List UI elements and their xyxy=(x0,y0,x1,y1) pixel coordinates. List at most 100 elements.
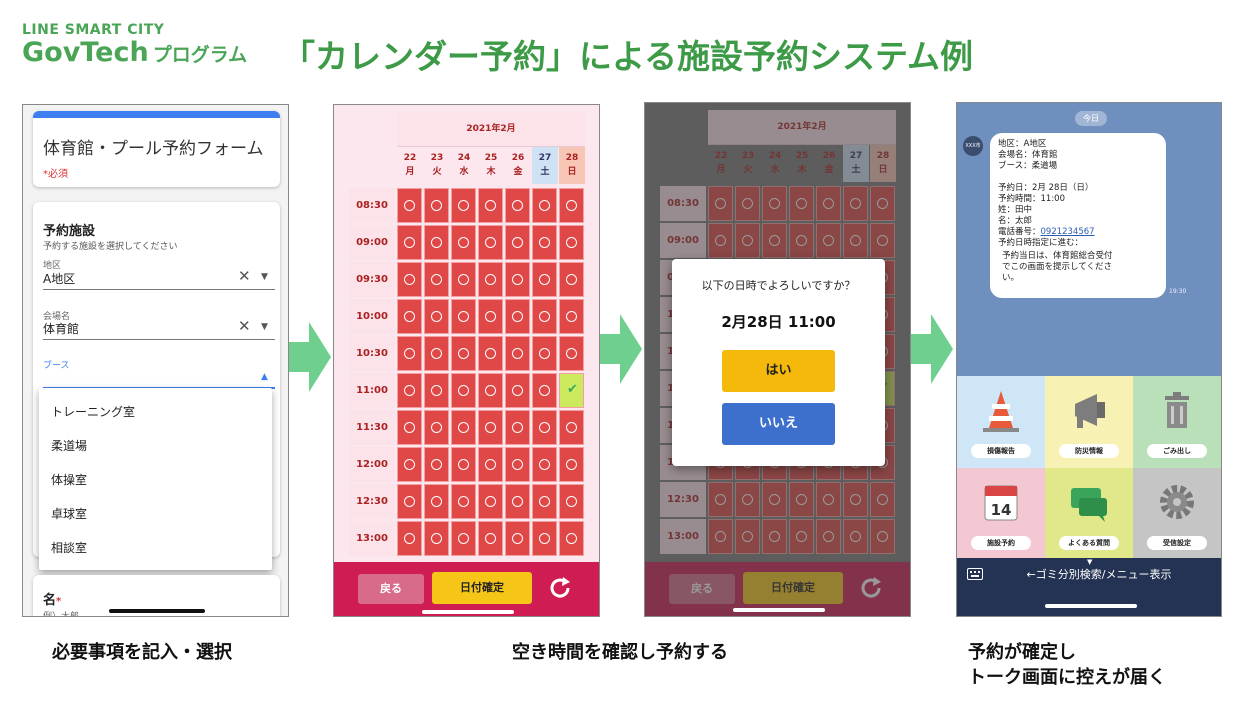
slot-available[interactable] xyxy=(559,447,584,482)
district-select[interactable]: A地区 xyxy=(43,272,76,286)
name-input[interactable]: 例）太郎 xyxy=(43,612,80,617)
booth-option[interactable]: 柔道場 xyxy=(51,439,88,453)
slot-available[interactable] xyxy=(505,373,530,408)
slot-available[interactable] xyxy=(478,410,503,445)
slot-available[interactable] xyxy=(478,373,503,408)
slot-available[interactable] xyxy=(451,188,476,223)
slot-available[interactable] xyxy=(559,521,584,556)
slot-selected[interactable]: ✔ xyxy=(559,373,584,408)
phone-link[interactable]: 0921234567 xyxy=(1040,227,1095,237)
slot-available[interactable] xyxy=(397,188,422,223)
slot-available[interactable] xyxy=(424,373,449,408)
slot-available[interactable] xyxy=(532,188,557,223)
slot-available[interactable] xyxy=(559,484,584,519)
slot-available[interactable] xyxy=(478,447,503,482)
chevron-up-icon[interactable]: ▲ xyxy=(261,372,268,382)
slot-available[interactable] xyxy=(559,410,584,445)
slot-available[interactable] xyxy=(397,410,422,445)
slot-available[interactable] xyxy=(424,336,449,371)
slot-available[interactable] xyxy=(532,336,557,371)
slot-available[interactable] xyxy=(505,484,530,519)
clear-district-icon[interactable]: ✕ xyxy=(238,267,251,285)
slot-available[interactable] xyxy=(478,188,503,223)
slot-available[interactable] xyxy=(424,299,449,334)
slot-available[interactable] xyxy=(559,225,584,260)
slot-available[interactable] xyxy=(478,484,503,519)
slot-available[interactable] xyxy=(505,410,530,445)
booth-option[interactable]: トレーニング室 xyxy=(51,405,136,419)
slot-available[interactable] xyxy=(478,262,503,297)
slot-available[interactable] xyxy=(451,336,476,371)
slot-available[interactable] xyxy=(532,484,557,519)
yes-button[interactable]: はい xyxy=(722,350,835,392)
slot-available[interactable] xyxy=(505,299,530,334)
menu-toggle-button[interactable]: ←ゴミ分別検索/メニュー表示 xyxy=(1026,568,1172,581)
slot-available[interactable] xyxy=(559,262,584,297)
slot-available[interactable] xyxy=(532,521,557,556)
slot-available[interactable] xyxy=(397,299,422,334)
slot-available[interactable] xyxy=(451,373,476,408)
slot-available[interactable] xyxy=(424,484,449,519)
booth-option[interactable]: 体操室 xyxy=(51,473,88,487)
slot-available[interactable] xyxy=(505,188,530,223)
slot-available[interactable] xyxy=(532,447,557,482)
slot-available[interactable] xyxy=(478,521,503,556)
slot-available[interactable] xyxy=(397,521,422,556)
slot-available[interactable] xyxy=(532,299,557,334)
slot-available[interactable] xyxy=(424,188,449,223)
slot-available[interactable] xyxy=(451,299,476,334)
slot-available[interactable] xyxy=(424,447,449,482)
menu-tile-disaster-info[interactable]: 防災情報 xyxy=(1045,376,1133,468)
slot-available[interactable] xyxy=(451,262,476,297)
slot-available[interactable] xyxy=(559,299,584,334)
menu-tile-facility-booking[interactable]: 14 施設予約 xyxy=(957,468,1045,560)
slot-available[interactable] xyxy=(397,225,422,260)
slot-available[interactable] xyxy=(451,447,476,482)
venue-select[interactable]: 体育館 xyxy=(43,322,80,336)
slot-available[interactable] xyxy=(397,447,422,482)
slot-available[interactable] xyxy=(532,262,557,297)
slot-available[interactable] xyxy=(424,262,449,297)
chevron-down-icon[interactable]: ▼ xyxy=(261,272,268,282)
slot-available[interactable] xyxy=(397,484,422,519)
keyboard-icon[interactable] xyxy=(967,568,983,580)
reload-icon[interactable] xyxy=(546,574,574,602)
slot-available[interactable] xyxy=(532,373,557,408)
slot-available[interactable] xyxy=(451,225,476,260)
message-line: 姓：田中 xyxy=(998,205,1033,215)
menu-tile-faq[interactable]: よくある質問 xyxy=(1045,468,1133,560)
no-button[interactable]: いいえ xyxy=(722,403,835,445)
slot-available[interactable] xyxy=(451,521,476,556)
booth-option[interactable]: 卓球室 xyxy=(51,507,88,521)
back-button[interactable]: 戻る xyxy=(358,574,424,604)
caret-down-icon[interactable]: ▼ xyxy=(1087,558,1093,566)
slot-available[interactable] xyxy=(505,521,530,556)
menu-tile-damage-report[interactable]: 損傷報告 xyxy=(957,376,1045,468)
slot-available[interactable] xyxy=(451,410,476,445)
slot-available[interactable] xyxy=(424,225,449,260)
slot-available[interactable] xyxy=(478,225,503,260)
slot-available[interactable] xyxy=(424,410,449,445)
slot-available[interactable] xyxy=(505,262,530,297)
slot-available[interactable] xyxy=(559,188,584,223)
booth-option[interactable]: 相談室 xyxy=(51,541,88,555)
slot-available[interactable] xyxy=(397,262,422,297)
slot-available[interactable] xyxy=(478,336,503,371)
slot-available[interactable] xyxy=(505,225,530,260)
slot-available[interactable] xyxy=(397,373,422,408)
slot-available[interactable] xyxy=(505,336,530,371)
avatar[interactable]: XXX市 xyxy=(963,136,983,156)
clear-venue-icon[interactable]: ✕ xyxy=(238,317,251,335)
slot-available[interactable] xyxy=(559,336,584,371)
slot-available[interactable] xyxy=(424,521,449,556)
menu-tile-receive-settings[interactable]: 受信設定 xyxy=(1133,468,1221,560)
slot-available[interactable] xyxy=(505,447,530,482)
slot-available[interactable] xyxy=(532,225,557,260)
menu-tile-garbage[interactable]: ごみ出し xyxy=(1133,376,1221,468)
slot-available[interactable] xyxy=(397,336,422,371)
confirm-date-button[interactable]: 日付確定 xyxy=(432,572,532,604)
slot-available[interactable] xyxy=(532,410,557,445)
chevron-down-icon[interactable]: ▼ xyxy=(261,322,268,332)
slot-available[interactable] xyxy=(451,484,476,519)
slot-available[interactable] xyxy=(478,299,503,334)
